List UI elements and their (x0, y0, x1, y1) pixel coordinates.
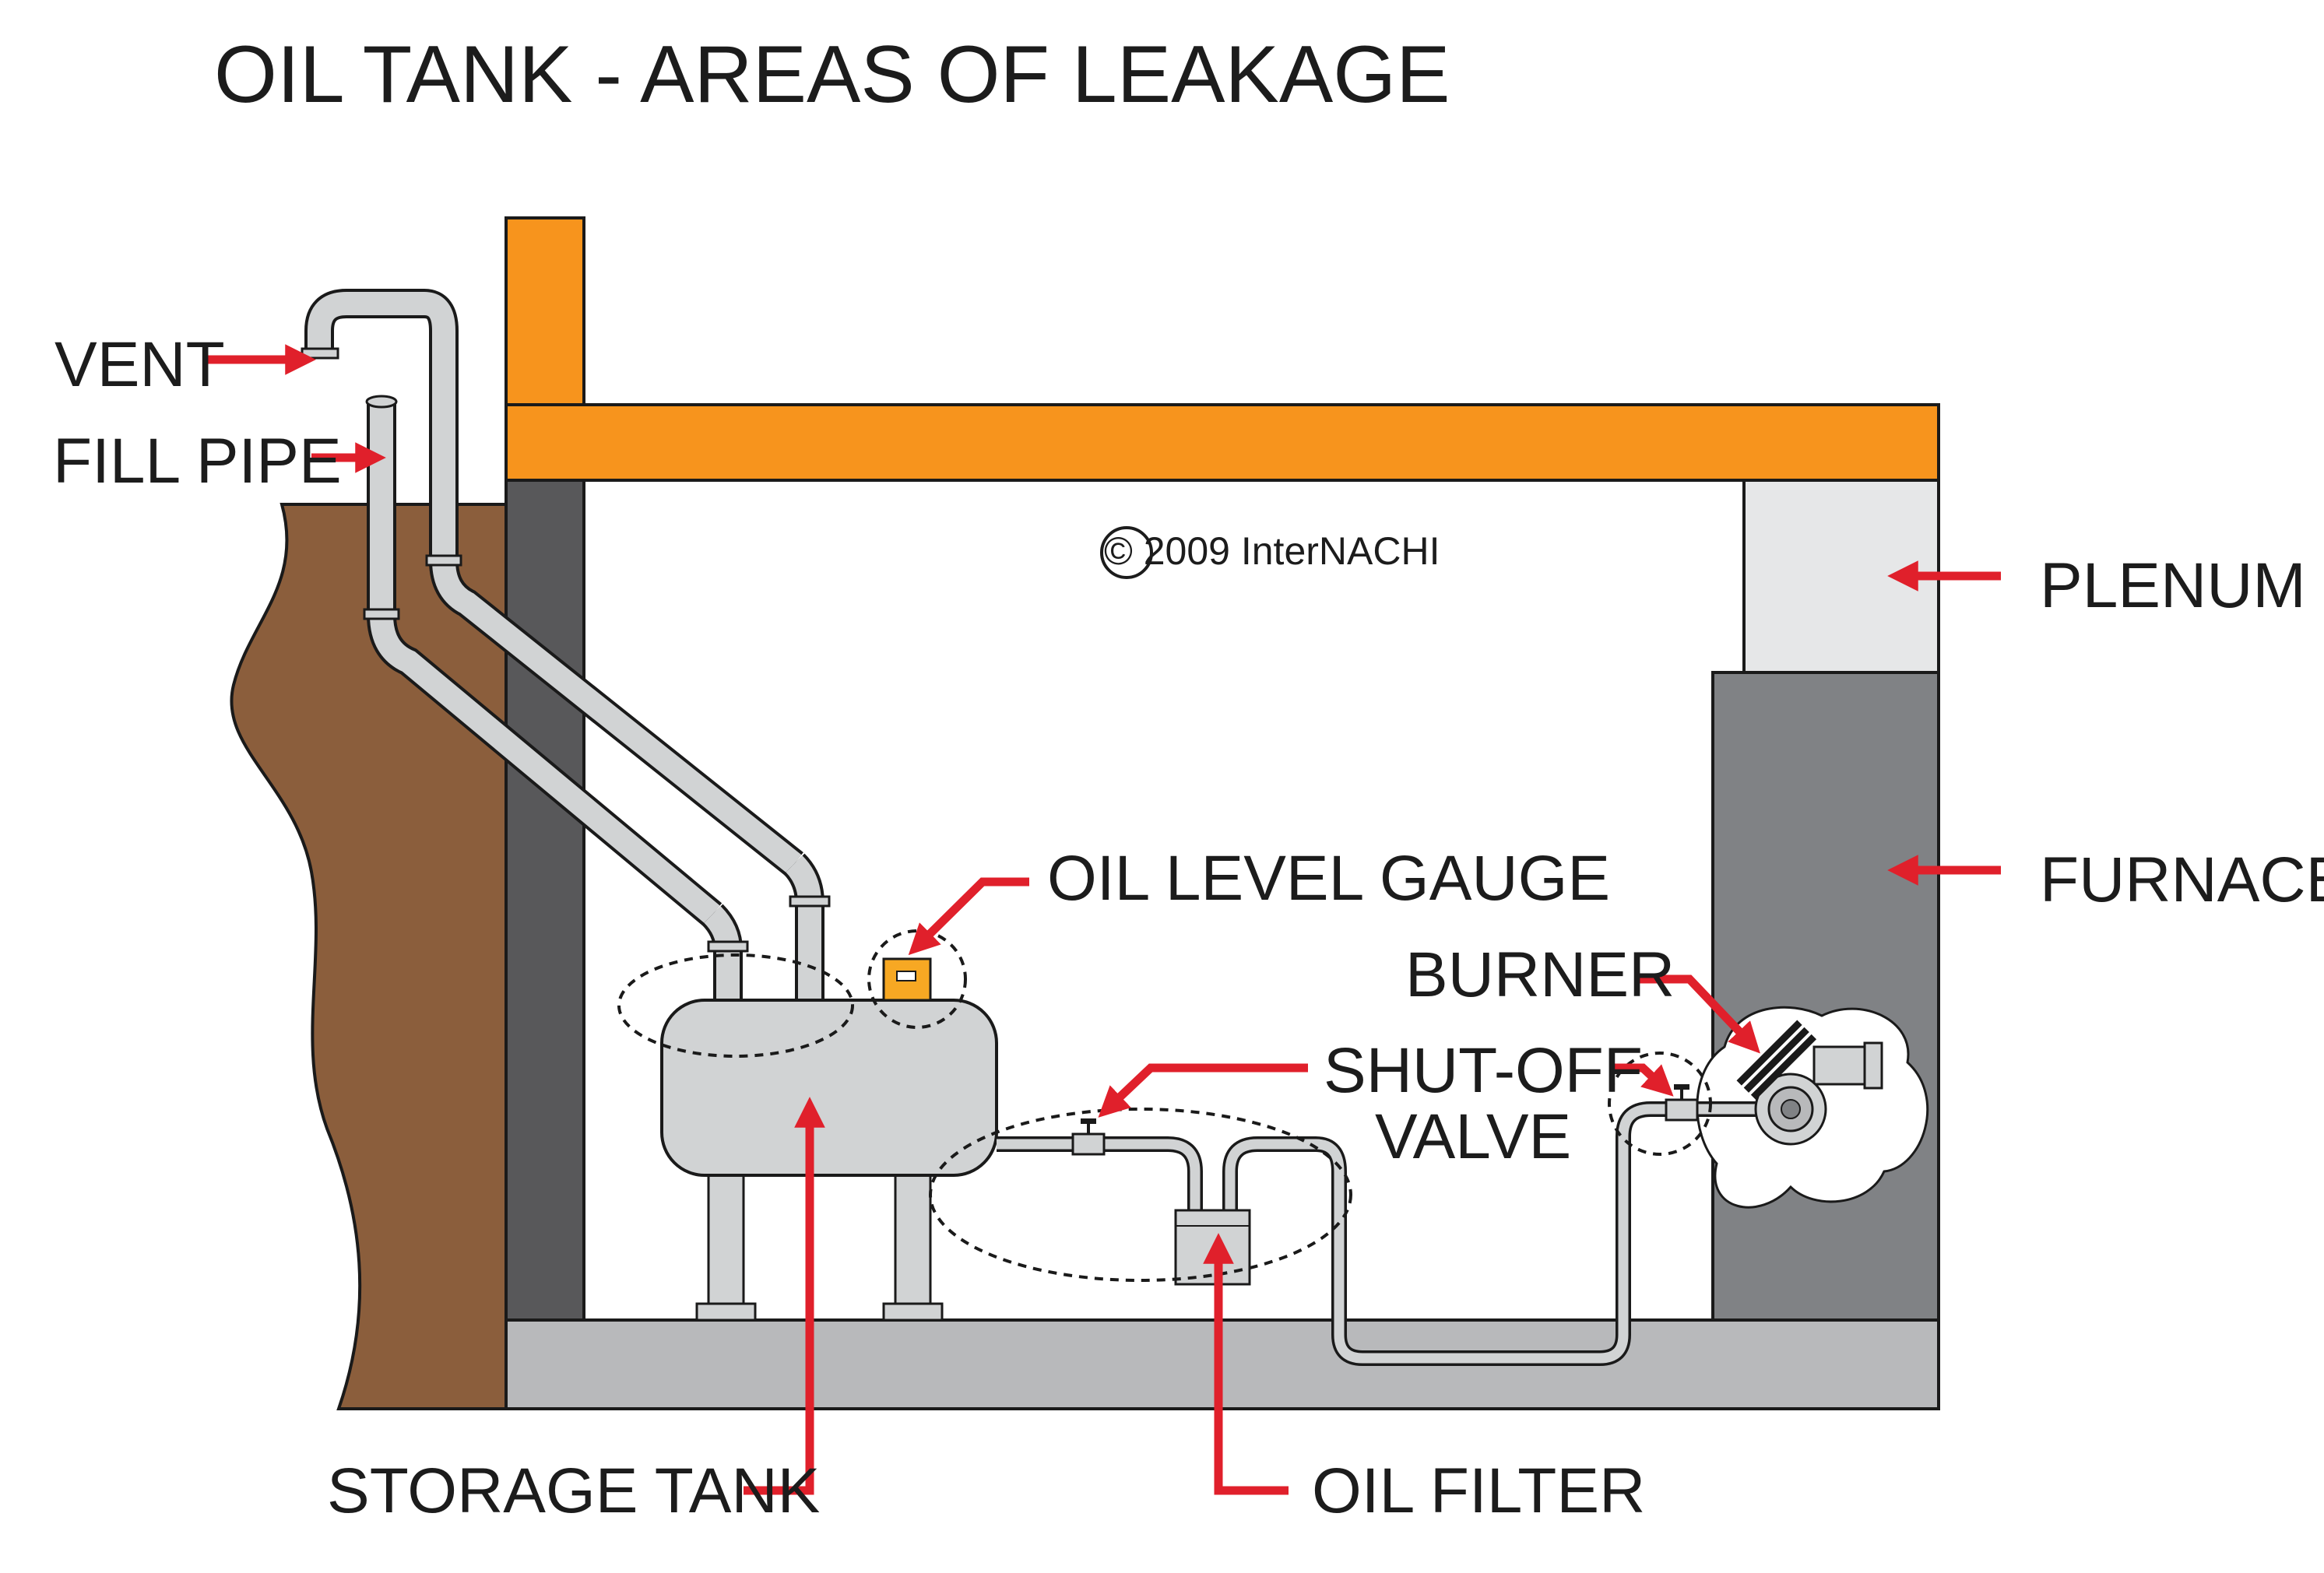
label-oil-filter: OIL FILTER (1312, 1455, 1646, 1526)
tank-legs (695, 1158, 944, 1322)
arrow-oil-filter (1203, 1233, 1289, 1495)
label-storage-tank: STORAGE TANK (327, 1455, 821, 1526)
burner (1736, 1020, 1883, 1146)
leak-zone-gauge (867, 929, 967, 1029)
oil-filter (1174, 1209, 1251, 1286)
vent-pipe (301, 289, 831, 1004)
label-oil-level-gauge: OIL LEVEL GAUGE (1047, 843, 1611, 914)
fill-pipe (363, 395, 749, 1004)
label-burner: BURNER (1405, 939, 1675, 1010)
leak-zone-tank-top (617, 953, 854, 1058)
wall-stud (505, 216, 585, 406)
soil (230, 503, 508, 1410)
arrows (206, 344, 2001, 1495)
label-furnace: FURNACE (2040, 844, 2324, 915)
floor-beam (505, 403, 1940, 482)
arrow-shut-off-right (1612, 1063, 1674, 1097)
arrow-burner (1635, 974, 1760, 1054)
leak-zones (617, 929, 1712, 1282)
furnace (1711, 671, 1940, 1322)
shut-off-valve-burner (1665, 1084, 1699, 1122)
label-shut-off: SHUT-OFF (1324, 1035, 1643, 1106)
copyright-circle (1100, 526, 1153, 579)
copyright-text: © 2009 InterNACHI (1104, 529, 1440, 573)
oil-level-gauge (882, 957, 932, 1002)
page-title: OIL TANK - AREAS OF LEAKAGE (214, 30, 1450, 120)
label-vent: VENT (54, 329, 225, 400)
arrow-oil-level-gauge (908, 877, 1029, 956)
leak-zone-valve-filter (929, 1108, 1352, 1282)
leak-zone-burner-valve (1608, 1052, 1712, 1156)
label-valve: VALVE (1375, 1101, 1572, 1172)
label-plenum: PLENUM (2040, 550, 2306, 621)
storage-tank (660, 999, 998, 1177)
label-fill-pipe: FILL PIPE (53, 426, 342, 497)
arrow-storage-tank (744, 1097, 825, 1495)
foundation-wall (505, 479, 585, 1410)
shut-off-valve-tank (1071, 1118, 1106, 1156)
arrow-shut-off-left (1098, 1063, 1308, 1118)
